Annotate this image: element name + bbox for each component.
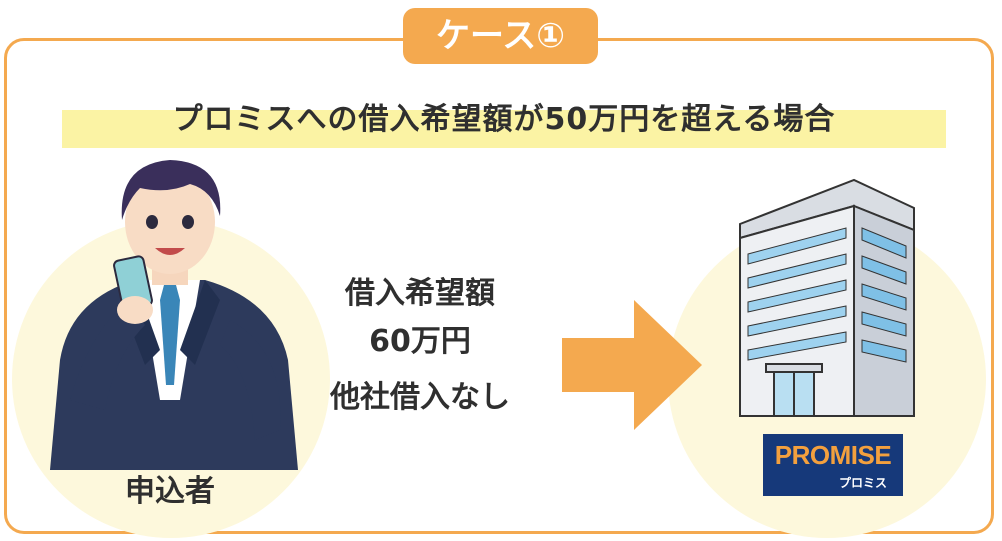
right-arrow-icon <box>562 300 702 430</box>
applicant-details: 借入希望額 60万円 他社借入なし <box>290 270 550 422</box>
office-building-icon <box>739 178 915 417</box>
desired-amount-label: 借入希望額 <box>345 276 495 311</box>
desired-amount-value: 60万円 <box>369 324 471 359</box>
applicant-label: 申込者 <box>125 474 215 509</box>
other-loans-status: 他社借入なし <box>330 380 510 415</box>
promise-logo: PROMISE プロミス <box>763 434 903 496</box>
headline-highlight <box>62 110 946 148</box>
case-badge: ケース① <box>403 8 598 64</box>
logo-katakana: プロミス <box>838 476 887 490</box>
headline: プロミスへの借入希望額が50万円を超える場合 <box>172 102 836 137</box>
logo-wordmark: PROMISE <box>774 440 892 470</box>
person-illustration <box>50 160 298 470</box>
